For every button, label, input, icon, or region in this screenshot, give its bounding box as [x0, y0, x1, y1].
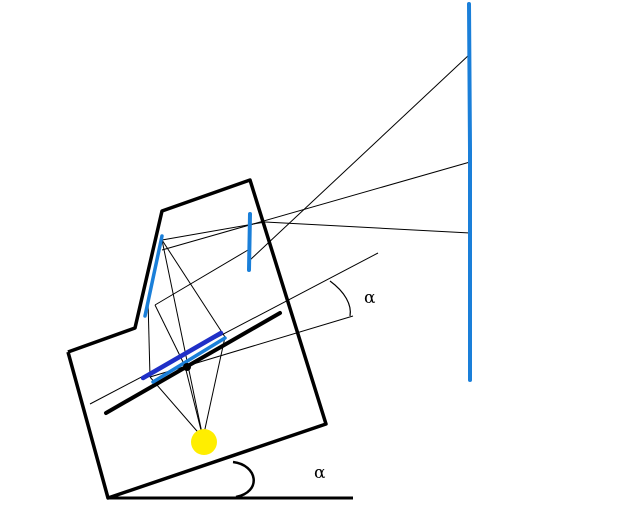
plate-pivot-marker: [183, 363, 191, 371]
lamp: [191, 429, 217, 455]
projection-rays: [161, 53, 471, 261]
tilted-reference-line: [149, 315, 354, 378]
tilted-plate: [104, 311, 282, 415]
upper-angle-arc: [329, 280, 351, 317]
internal-rays: [147, 221, 266, 439]
light-blue-plate: [151, 336, 227, 384]
upper-angle-label: α: [364, 288, 376, 308]
projection-screen-upper: [467, 2, 472, 152]
left-mirror: [143, 234, 164, 318]
dark-blue-plate: [140, 330, 224, 381]
horizontal-reference-line: [89, 252, 379, 405]
vertical-lens: [247, 212, 252, 272]
lower-angle-arc: [232, 460, 255, 499]
lower-angle-label: α: [314, 463, 326, 483]
